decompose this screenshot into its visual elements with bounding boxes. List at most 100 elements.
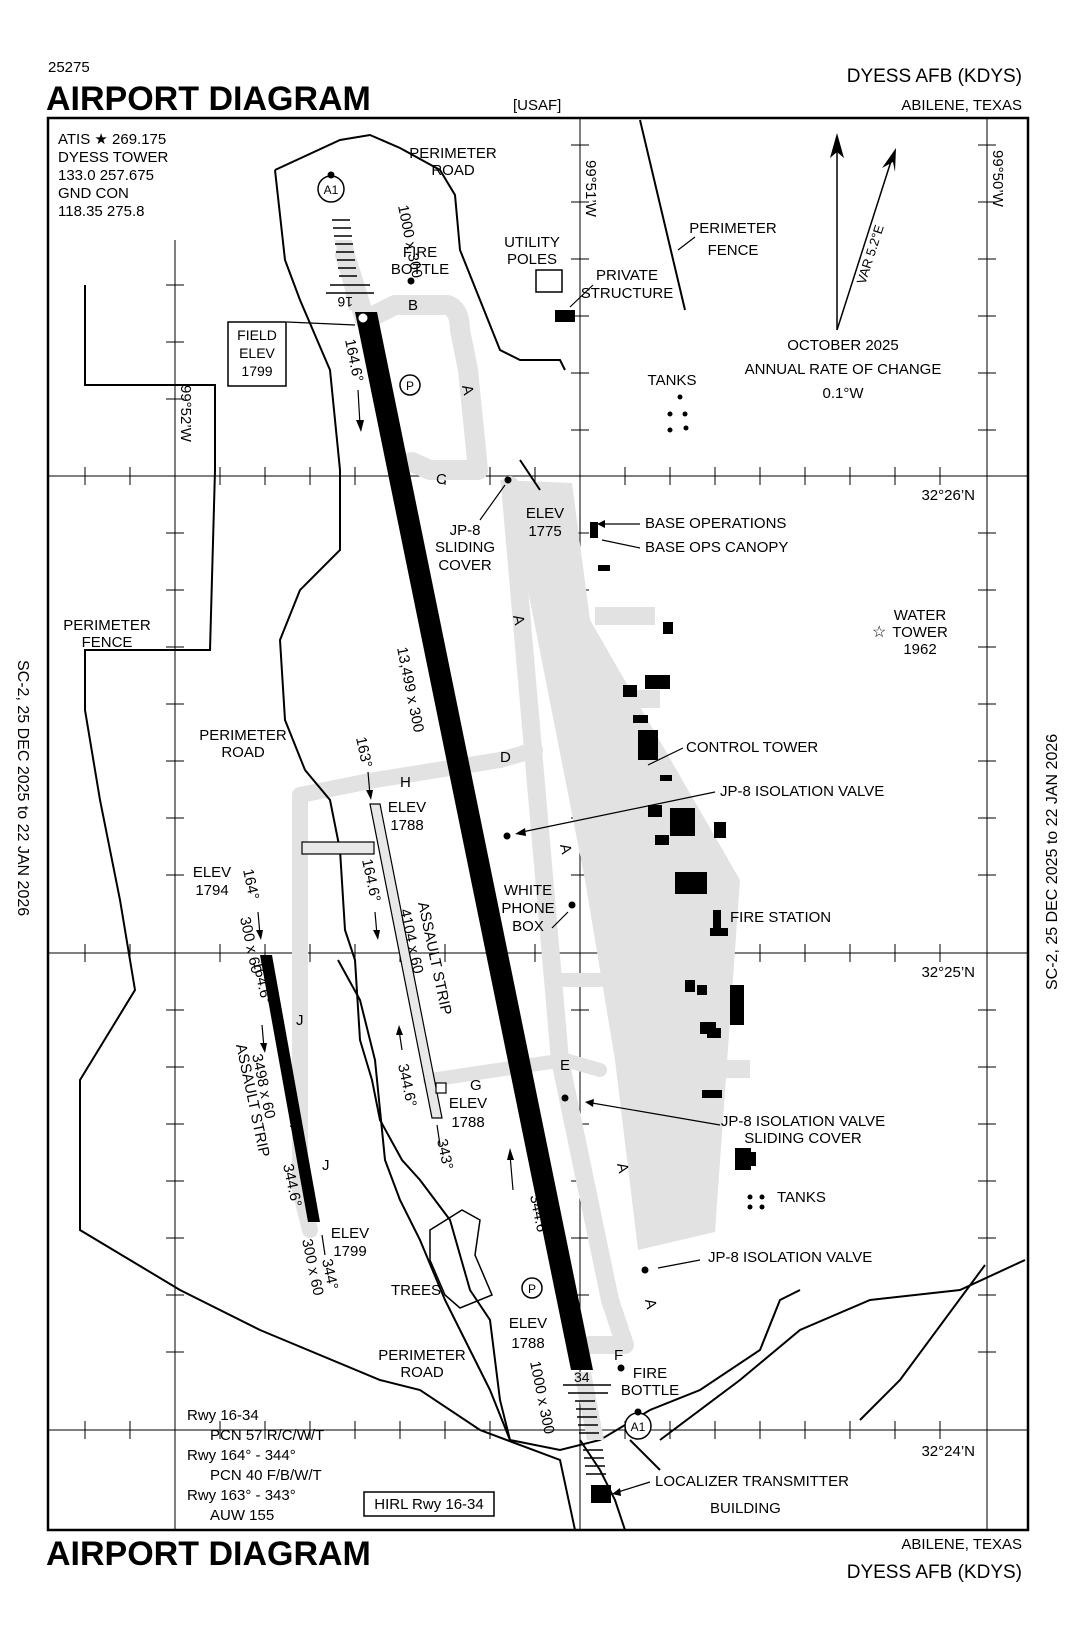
main-runway	[355, 312, 593, 1370]
validity-left: SC-2, 25 DEC 2025 to 22 JAN 2026	[14, 660, 31, 916]
label-perimeter-road-south-2: ROAD	[400, 1364, 444, 1381]
east-strip-hdg-344: 344.6°	[394, 1062, 420, 1108]
lon-label-2: 99°50’W	[989, 150, 1006, 208]
label-jp8-valve-cover-1: JP-8 ISOLATION VALVE	[721, 1113, 885, 1130]
arrest-gear-south-label: A1	[631, 1420, 646, 1434]
label-control-tower: CONTROL TOWER	[686, 739, 818, 756]
frequency-block: ATIS ★ 269.175 DYESS TOWER 133.0 257.675…	[58, 131, 168, 220]
mag-var: VAR 5.2°E	[854, 223, 887, 286]
label-perimeter-road-west-2: ROAD	[221, 744, 265, 761]
rwy-info-6: AUW 155	[210, 1507, 274, 1524]
assault-strip-spur	[301, 841, 375, 855]
label-perimeter-fence-west-2: FENCE	[82, 634, 133, 651]
rwy-info-3: Rwy 164° - 344°	[187, 1447, 296, 1464]
taxiway-label-j: J	[322, 1157, 330, 1174]
base-ops-arrowhead	[597, 520, 605, 528]
freq-line-5: 118.35 275.8	[58, 203, 144, 220]
north-arrow	[830, 133, 896, 331]
taxiway-label-d: D	[500, 749, 511, 766]
freq-line-3: 133.0 257.675	[58, 167, 154, 184]
localizer-leader	[617, 1481, 651, 1493]
field-elev-box	[227, 321, 287, 387]
mag-rate: 0.1°W	[822, 385, 864, 402]
west-strip-elev-south-2: 1799	[333, 1243, 366, 1260]
perimeter-road-west	[337, 959, 511, 1441]
runway-info-block: Rwy 16-34 PCN 57 R/C/W/T Rwy 164° - 344°…	[187, 1407, 324, 1524]
label-private-structure-1: PRIVATE	[596, 267, 658, 284]
lighting-box	[363, 1491, 495, 1517]
east-strip-hdg-163: 163°	[352, 735, 375, 769]
label-fire-bottle-north-1: FIRE	[403, 244, 437, 261]
label-perimeter-fence-east-2: FENCE	[708, 242, 759, 259]
label-private-structure-2: STRUCTURE	[581, 285, 674, 302]
airport-name: DYESS AFB (KDYS)	[847, 66, 1022, 87]
east-strip-hdg-343: 343°	[433, 1137, 456, 1171]
jp8-valve-1-arrowhead	[515, 828, 526, 836]
base-ops-canopy-leader	[601, 539, 641, 549]
white-phone-leader	[551, 911, 569, 929]
main-runway-dims: 13,499 x 300	[393, 645, 427, 733]
elev-north-2: 1775	[528, 523, 561, 540]
rwy-info-1: Rwy 16-34	[187, 1407, 259, 1424]
taxiway-label-a: A	[556, 842, 575, 855]
private-structure-leader	[569, 284, 594, 308]
taxiway-label-g: G	[470, 1077, 482, 1094]
jp8-valve-cover-leader	[591, 1102, 721, 1126]
apron-fingers	[595, 607, 750, 1078]
lighting-label: HIRL Rwy 16-34	[374, 1496, 483, 1513]
label-tanks-north: TANKS	[648, 372, 697, 389]
water-tower-label-1: WATER	[894, 607, 947, 624]
west-strip-hdg1-arrowhead	[256, 930, 263, 940]
arrest-gear-south-dot	[634, 1408, 642, 1416]
water-tower-icon: ☆	[872, 624, 886, 641]
taxiway-label-c: C	[436, 471, 447, 488]
elev-north-1: ELEV	[526, 505, 564, 522]
water-tower-label-2: TOWER	[892, 624, 948, 641]
label-perimeter-fence-west-1: PERIMETER	[63, 617, 151, 634]
taxiway-label-a: A	[458, 383, 477, 396]
freq-line-2: DYESS TOWER	[58, 149, 168, 166]
point-markers	[407, 277, 649, 1372]
buildings	[555, 310, 756, 1503]
taxiway-label-h: H	[400, 774, 411, 791]
south-road-2	[659, 1259, 1026, 1441]
taxiway-label-j: J	[296, 1012, 304, 1029]
runway-end-34: 34	[574, 1369, 590, 1385]
elev-south-1: ELEV	[509, 1315, 547, 1332]
runway-end-16: 16	[337, 294, 353, 310]
control-tower-leader	[647, 747, 684, 766]
runway-end-marker-north	[358, 313, 368, 323]
chart-number: 25275	[48, 59, 90, 76]
taxiway-label-a: A	[641, 1297, 660, 1310]
tanks-north	[667, 394, 689, 433]
hdg-south-arrowhead	[507, 1148, 514, 1160]
east-strip-elev-north-2: 1788	[390, 817, 423, 834]
field-elev-label-3: 1799	[241, 363, 272, 379]
east-strip-elev-north-1: ELEV	[388, 799, 426, 816]
label-utility-poles-1: UTILITY	[504, 234, 560, 251]
label-fire-bottle-south-1: FIRE	[633, 1365, 667, 1382]
label-white-phone-1: WHITE	[504, 882, 552, 899]
lon-label-3: 99°52’W	[177, 385, 194, 443]
label-jp8-sliding-1: JP-8	[450, 522, 481, 539]
footer-location: ABILENE, TEXAS	[901, 1536, 1022, 1553]
label-jp8-valve-cover-2: SLIDING COVER	[744, 1130, 862, 1147]
field-elev-leader	[286, 321, 356, 326]
parking-north	[399, 374, 421, 396]
assault-strip-west	[260, 955, 320, 1222]
jp8-sliding-leader	[479, 484, 506, 521]
label-jp8-sliding-3: COVER	[438, 557, 492, 574]
label-white-phone-3: BOX	[512, 918, 544, 935]
west-strip-hdg-344: 344°	[318, 1257, 341, 1291]
parking-north-label: P	[406, 379, 414, 393]
lat-label-2: 32°25’N	[921, 964, 975, 981]
perimeter-road	[274, 133, 801, 1452]
east-strip-hdg1-arrowhead	[366, 790, 373, 800]
jp8-valve-2-leader	[657, 1259, 701, 1269]
east-strip-hdg2-arrowhead	[373, 930, 380, 940]
lat-label-1: 32°26’N	[921, 487, 975, 504]
label-fire-bottle-south-2: BOTTLE	[621, 1382, 679, 1399]
page-title: AIRPORT DIAGRAM	[46, 80, 371, 118]
label-perimeter-fence-east-1: PERIMETER	[689, 220, 777, 237]
label-perimeter-road-north-1: PERIMETER	[409, 145, 497, 162]
